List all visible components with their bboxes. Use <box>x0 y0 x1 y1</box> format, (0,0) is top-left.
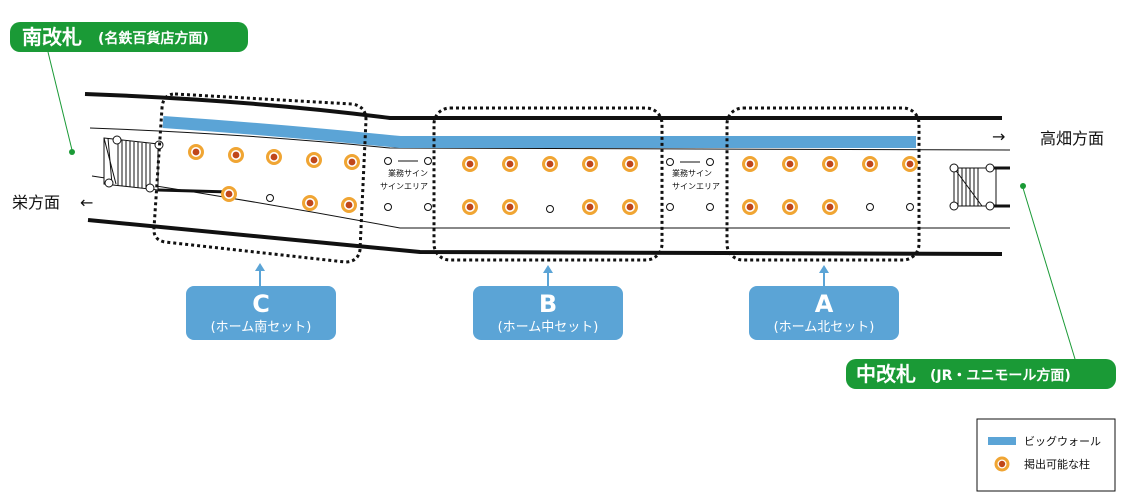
south-exit-tag: 南改札 (名鉄百貨店方面) <box>10 22 248 52</box>
pillar-available-core <box>466 203 474 211</box>
pillar-available-core <box>225 190 233 198</box>
pillar-available-core <box>306 199 314 207</box>
set-c-box <box>186 286 336 340</box>
pillar-available-core <box>626 203 634 211</box>
set-a-label: (ホーム北セット) <box>774 320 875 335</box>
legend-big-wall-swatch <box>988 437 1016 445</box>
pillar-available-core <box>826 203 834 211</box>
big-wall <box>162 116 916 148</box>
pillar-plain-icon <box>906 203 914 211</box>
central-exit-subtitle: (JR・ユニモール方面) <box>930 367 1071 384</box>
set-a-letter: A <box>815 290 834 318</box>
pillar-available-core <box>310 156 318 164</box>
platform-edge-bottom <box>87 218 1003 256</box>
pillar-available-core <box>506 160 514 168</box>
south-exit-subtitle: (名鉄百貨店方面) <box>98 30 209 47</box>
set-b-arrow-icon <box>543 265 553 273</box>
pillar-available-core <box>866 160 874 168</box>
sign-area-2-line1: 業務サイン <box>672 168 712 178</box>
legend-big-wall-label: ビッグウォール <box>1024 434 1101 448</box>
central-exit-tag: 中改札 (JR・ユニモール方面) <box>846 359 1116 389</box>
pillar-available-core <box>506 203 514 211</box>
pillar-available-core <box>786 160 794 168</box>
south-exit-dot <box>69 149 75 155</box>
central-exit-tag-bg <box>846 359 1116 389</box>
set-a-arrow-icon <box>819 265 829 273</box>
sign-area-1-line1: 業務サイン <box>388 168 428 178</box>
inner-line-bottom <box>91 175 1010 229</box>
pillar-available-core <box>786 203 794 211</box>
set-b-box <box>473 286 623 340</box>
central-exit-leader <box>1022 187 1076 360</box>
pillars-group <box>188 144 918 215</box>
legend-box <box>976 418 1116 492</box>
pillar-available-core <box>746 203 754 211</box>
sign-area-1: 業務サイン サインエリア <box>380 157 432 211</box>
pillar-available-core <box>192 148 200 156</box>
set-a-box <box>749 286 899 340</box>
pillar-available-core <box>906 160 914 168</box>
pillar-available-core <box>345 201 353 209</box>
sign-area-1-line2: サインエリア <box>380 182 428 191</box>
central-exit-dot <box>1020 183 1026 189</box>
direction-left-label: 栄方面 <box>12 193 60 212</box>
pillar-available-core <box>586 160 594 168</box>
pillar-plain-icon <box>266 194 274 202</box>
arrow-left-icon: ← <box>80 193 93 212</box>
zone-c <box>152 92 368 264</box>
pillar-plain-icon <box>546 205 554 213</box>
south-exit-title: 南改札 <box>22 25 82 49</box>
set-b-label: (ホーム中セット) <box>498 320 599 335</box>
set-c-letter: C <box>252 290 270 318</box>
set-c-label: (ホーム南セット) <box>211 319 312 335</box>
arrow-right-icon: → <box>992 127 1005 146</box>
pillar-plain-icon <box>866 203 874 211</box>
set-b-letter: B <box>539 290 557 318</box>
legend: ビッグウォール 掲出可能な柱 <box>976 418 1116 492</box>
pillar-available-core <box>626 160 634 168</box>
inner-line-top <box>89 127 1011 151</box>
pillar-available-core <box>270 153 278 161</box>
sign-area-2: 業務サイン サインエリア <box>666 158 720 211</box>
sign-area-2-line2: サインエリア <box>672 182 720 191</box>
right-stairs <box>949 163 1010 211</box>
left-stairs <box>103 135 231 194</box>
zone-a <box>725 106 921 262</box>
set-a: A (ホーム北セット) <box>749 265 899 340</box>
set-c-arrow-icon <box>255 263 265 271</box>
pillar-available-core <box>546 160 554 168</box>
south-exit-tag-bg <box>10 22 248 52</box>
central-exit-title: 中改札 <box>856 362 916 386</box>
south-exit-leader <box>47 51 73 151</box>
set-b: B (ホーム中セット) <box>473 265 623 340</box>
pillar-available-core <box>746 160 754 168</box>
pillar-available-core <box>348 158 356 166</box>
platform-edge-top <box>84 92 1002 120</box>
pillar-available-core <box>826 160 834 168</box>
direction-right-label: 高畑方面 <box>1040 129 1104 148</box>
zone-b <box>432 106 664 262</box>
pillar-available-core <box>466 160 474 168</box>
pillar-available-core <box>232 151 240 159</box>
set-c: C (ホーム南セット) <box>186 263 336 340</box>
legend-pillar-label: 掲出可能な柱 <box>1024 457 1090 471</box>
pillar-available-core <box>586 203 594 211</box>
